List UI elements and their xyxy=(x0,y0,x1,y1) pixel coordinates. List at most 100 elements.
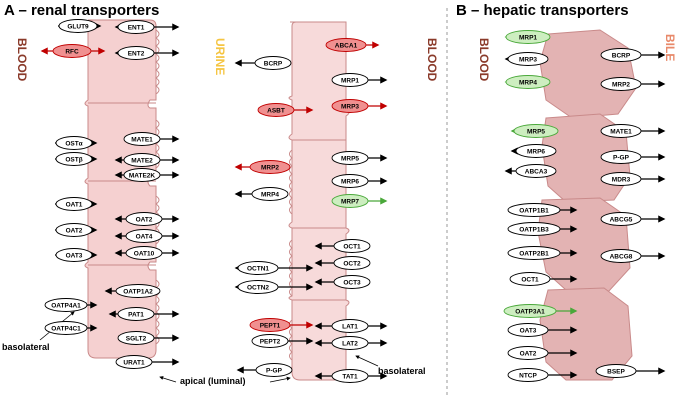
mrp1-transporter xyxy=(505,30,551,44)
oct1-label: OCT1 xyxy=(343,243,361,250)
tat1-transporter xyxy=(331,369,369,383)
oat1-label: OAT1 xyxy=(66,201,83,208)
pept2-label: PEPT2 xyxy=(260,338,281,345)
mrp1-transporter xyxy=(331,73,369,87)
abcg8-label: ABCG8 xyxy=(610,253,633,260)
bsep-transporter xyxy=(595,364,637,378)
oat3-label: OAT3 xyxy=(520,327,537,334)
oat1-transporter xyxy=(55,197,93,211)
oatp3a1-label: OATP3A1 xyxy=(515,308,545,315)
oct1-transporter xyxy=(333,239,371,253)
oatp3a1-transporter xyxy=(503,304,557,318)
mrp6-label: MRP6 xyxy=(341,178,359,185)
mrp6-transporter xyxy=(515,144,557,158)
p-gp-transporter xyxy=(255,363,293,377)
oct2-label: OCT2 xyxy=(343,260,361,267)
glut9-transporter xyxy=(58,19,98,33)
bsep-label: BSEP xyxy=(607,368,625,375)
mrp3-label: MRP3 xyxy=(341,103,359,110)
mrp4-transporter xyxy=(251,187,289,201)
mrp3-transporter xyxy=(507,52,549,66)
mdr3-label: MDR3 xyxy=(612,176,631,183)
octn1-transporter xyxy=(237,261,279,275)
renal-panel-title: A – renal transporters xyxy=(4,2,159,19)
abcg5-transporter xyxy=(600,212,642,226)
basolateral-label-left: basolateral xyxy=(2,342,50,352)
abca1-transporter xyxy=(325,38,367,52)
transporter-marks: GLUT9RFCOSTαOSTβOAT1OAT2OAT3OATP4A1OATP4… xyxy=(40,19,666,383)
ost--label: OSTβ xyxy=(65,156,82,163)
basolateral-pointer-right xyxy=(355,355,379,367)
blood-label-middle: BLOOD xyxy=(425,38,439,82)
mate1-transporter xyxy=(123,132,161,146)
mate2k-transporter xyxy=(123,168,161,182)
oatp1b3-transporter xyxy=(507,222,561,236)
renal-cell-left xyxy=(84,19,160,359)
oct3-label: OCT3 xyxy=(343,279,361,286)
bcrp-label: BCRP xyxy=(612,52,631,59)
mate2-label: MATE2 xyxy=(131,157,153,164)
blood-label-left: BLOOD xyxy=(15,38,29,82)
octn2-label: OCTN2 xyxy=(247,284,269,291)
ost--label: OSTα xyxy=(65,140,82,147)
mrp2-transporter xyxy=(249,160,291,174)
oat2-label: OAT2 xyxy=(520,350,537,357)
oat2-transporter xyxy=(55,223,93,237)
oatp1b1-transporter xyxy=(507,203,561,217)
mate1-label: MATE1 xyxy=(610,128,632,135)
bile-label: BILE xyxy=(663,34,677,61)
oat10-transporter xyxy=(125,246,163,260)
mrp2-transporter xyxy=(600,77,642,91)
basolateral-label-right: basolateral xyxy=(378,366,426,376)
mrp3-label: MRP3 xyxy=(519,56,537,63)
rfc-transporter xyxy=(52,44,92,58)
lat2-label: LAT2 xyxy=(342,340,358,347)
p-gp-transporter xyxy=(600,150,642,164)
rfc-label: RFC xyxy=(65,48,79,55)
lat1-transporter xyxy=(331,319,369,333)
abcg5-label: ABCG5 xyxy=(610,216,633,223)
mrp2-label: MRP2 xyxy=(612,81,630,88)
octn2-transporter xyxy=(237,280,279,294)
pept2-transporter xyxy=(251,334,289,348)
ent2-label: ENT2 xyxy=(128,50,145,57)
oatp4c1-transporter xyxy=(44,321,88,335)
oatp1a2-transporter xyxy=(115,284,161,298)
oatp2b1-transporter xyxy=(507,246,561,260)
mate1-label: MATE1 xyxy=(131,136,153,143)
ntcp-transporter xyxy=(507,368,549,382)
p-gp-label: P-GP xyxy=(266,367,283,374)
urine-label: URINE xyxy=(213,38,227,75)
ost--transporter xyxy=(55,136,93,150)
pept1-label: PEPT1 xyxy=(260,322,281,329)
oat2-transporter xyxy=(125,212,163,226)
mrp1-label: MRP1 xyxy=(341,77,359,84)
apical-label: apical (luminal) xyxy=(180,376,246,386)
asbt-label: ASBT xyxy=(267,107,285,114)
pept1-transporter xyxy=(249,318,291,332)
oat2-transporter xyxy=(507,346,549,360)
mrp5-label: MRP5 xyxy=(341,155,359,162)
sglt2-transporter xyxy=(117,331,155,345)
oat10-label: OAT10 xyxy=(134,250,155,257)
oct1-label: OCT1 xyxy=(521,276,539,283)
mdr3-transporter xyxy=(600,172,642,186)
mrp2-label: MRP2 xyxy=(261,164,279,171)
pat1-transporter xyxy=(117,307,155,321)
oct3-transporter xyxy=(333,275,371,289)
bcrp-transporter xyxy=(254,56,292,70)
bcrp-label: BCRP xyxy=(264,60,283,67)
oat2-label: OAT2 xyxy=(66,227,83,234)
bcrp-transporter xyxy=(600,48,642,62)
pat1-label: PAT1 xyxy=(128,311,144,318)
mrp6-transporter xyxy=(331,174,369,188)
ent1-transporter xyxy=(117,20,155,34)
asbt-transporter xyxy=(257,103,295,117)
oat2-label: OAT2 xyxy=(136,216,153,223)
blood-label-hepatic: BLOOD xyxy=(477,38,491,82)
apical-pointer-left xyxy=(159,376,177,383)
urat1-label: URAT1 xyxy=(123,359,145,366)
tat1-label: TAT1 xyxy=(342,373,358,380)
